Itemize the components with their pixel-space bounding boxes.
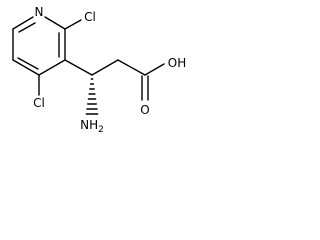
bond-c-oh — [144, 63, 165, 76]
bond-c6-n1 — [12, 16, 34, 30]
bond-n1-c2 — [44, 16, 66, 30]
bond-c2-cl — [64, 19, 82, 30]
bond-c3-calpha — [64, 59, 93, 76]
bond-c4-c5 — [12, 59, 40, 76]
chloro-top-label: Cl — [84, 10, 96, 24]
ring-nitrogen-label: N — [35, 5, 44, 19]
bond-ch2-cooh — [117, 59, 146, 76]
amino-label-subscript: 2 — [98, 125, 104, 135]
amino-label-main: NH — [80, 118, 98, 132]
bond-c3-c4 — [38, 59, 66, 76]
hydroxyl-label: OH — [168, 56, 186, 70]
stereo-hash-wedge — [85, 78, 99, 115]
chloro-bottom-label: Cl — [33, 96, 45, 110]
double-bond-inner-c6-n1 — [18, 22, 36, 33]
chemical-structure: N Cl Cl OH O NH2 — [12, 5, 186, 135]
bond-calpha-ch2 — [91, 59, 119, 76]
amino-label: NH2 — [80, 118, 104, 135]
carbonyl-oxygen-label: O — [140, 103, 149, 117]
double-bond-inner-c4-c5 — [17, 57, 39, 70]
